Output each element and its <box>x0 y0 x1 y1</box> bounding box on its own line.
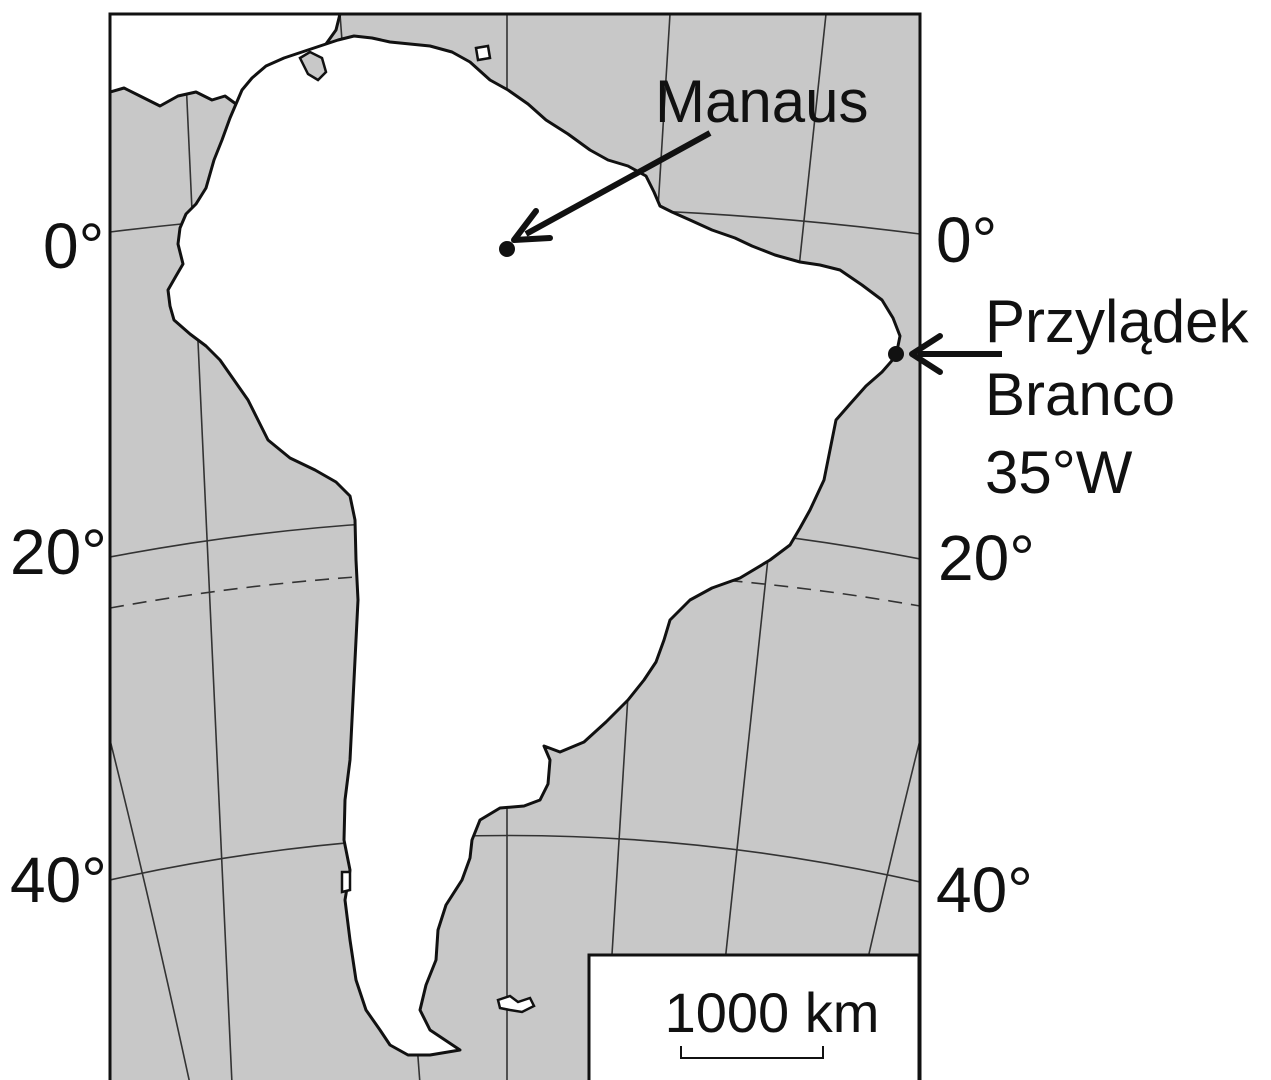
parallel-40s <box>110 834 920 883</box>
manaus-arrow-shaft <box>524 130 712 237</box>
meridian-line <box>110 739 190 1080</box>
manaus-arrow-head <box>511 208 553 243</box>
cape-arrow-head <box>909 333 943 375</box>
chiloe-island <box>340 870 352 894</box>
scale-bar-line <box>680 1046 824 1059</box>
lat-label-left-20: 20° <box>10 516 107 588</box>
tropic-of-capricorn <box>110 570 920 609</box>
lat-label-left-0: 0° <box>43 210 104 282</box>
scale-bar-label: 1000 km <box>665 981 880 1044</box>
island-trinidad <box>474 44 492 62</box>
cape-longitude: 35°W <box>985 439 1133 506</box>
lat-label-right-20: 20° <box>938 522 1035 594</box>
falkland-islands <box>496 994 536 1014</box>
scale-bar-box <box>587 953 921 1080</box>
lat-label-right-0: 0° <box>936 204 997 276</box>
manaus-label: Manaus <box>655 68 868 135</box>
lat-label-right-40: 40° <box>936 854 1033 926</box>
lake-maracaibo <box>298 50 328 82</box>
cape-label-line1: Przylądek <box>985 288 1249 355</box>
manaus-dot <box>499 241 515 257</box>
meridian-line <box>182 14 233 1080</box>
cape-dot <box>888 346 904 362</box>
lat-label-left-40: 40° <box>10 844 107 916</box>
map-frame <box>108 12 922 1080</box>
central-america-land <box>110 14 342 108</box>
south-america-land <box>166 34 902 1057</box>
cape-label-line2: Branco <box>985 361 1175 428</box>
